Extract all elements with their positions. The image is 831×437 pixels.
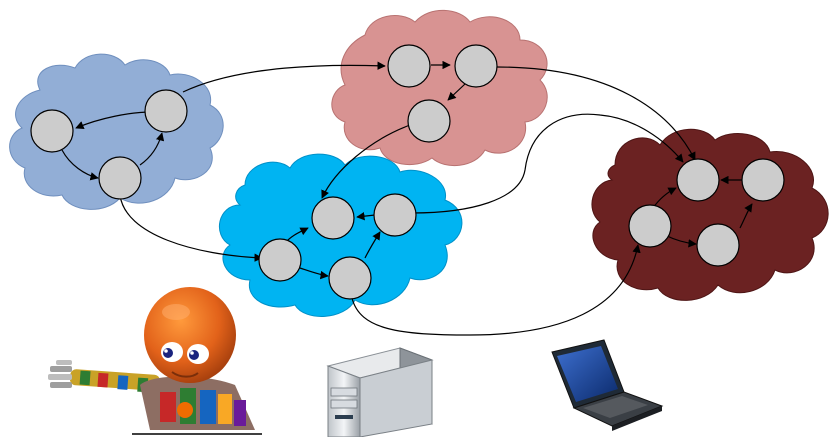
node-cyan-3 <box>258 238 302 282</box>
edge-blue-to-cyan <box>119 194 263 262</box>
nodes <box>30 44 785 300</box>
server-icon <box>326 347 434 437</box>
node-blue-1 <box>30 109 74 153</box>
edge-blue-to-pink <box>182 61 386 93</box>
node-maroon-2 <box>741 158 785 202</box>
node-maroon-3 <box>628 204 672 248</box>
robot-head <box>144 287 236 383</box>
inter-cloud-edges <box>119 61 696 336</box>
node-cyan-1 <box>311 196 355 240</box>
node-maroon-1 <box>676 158 720 202</box>
laptop-icon <box>551 339 664 431</box>
robot-torso <box>140 376 255 430</box>
node-cyan-4 <box>328 256 372 300</box>
edge-cyan-to-maroon-bottom <box>351 244 641 336</box>
robot-icon <box>48 287 262 435</box>
node-pink-2 <box>454 44 498 88</box>
node-cyan-2 <box>373 193 417 237</box>
edge-pink-to-maroon <box>496 66 696 161</box>
node-blue-2 <box>144 89 188 133</box>
node-maroon-4 <box>696 223 740 267</box>
edge-pink-to-cyan <box>321 124 411 199</box>
edge-cyan-to-maroon <box>411 113 684 214</box>
node-blue-3 <box>98 156 142 200</box>
node-pink-1 <box>387 44 431 88</box>
cloud-pink <box>331 9 548 167</box>
node-pink-3 <box>407 99 451 143</box>
